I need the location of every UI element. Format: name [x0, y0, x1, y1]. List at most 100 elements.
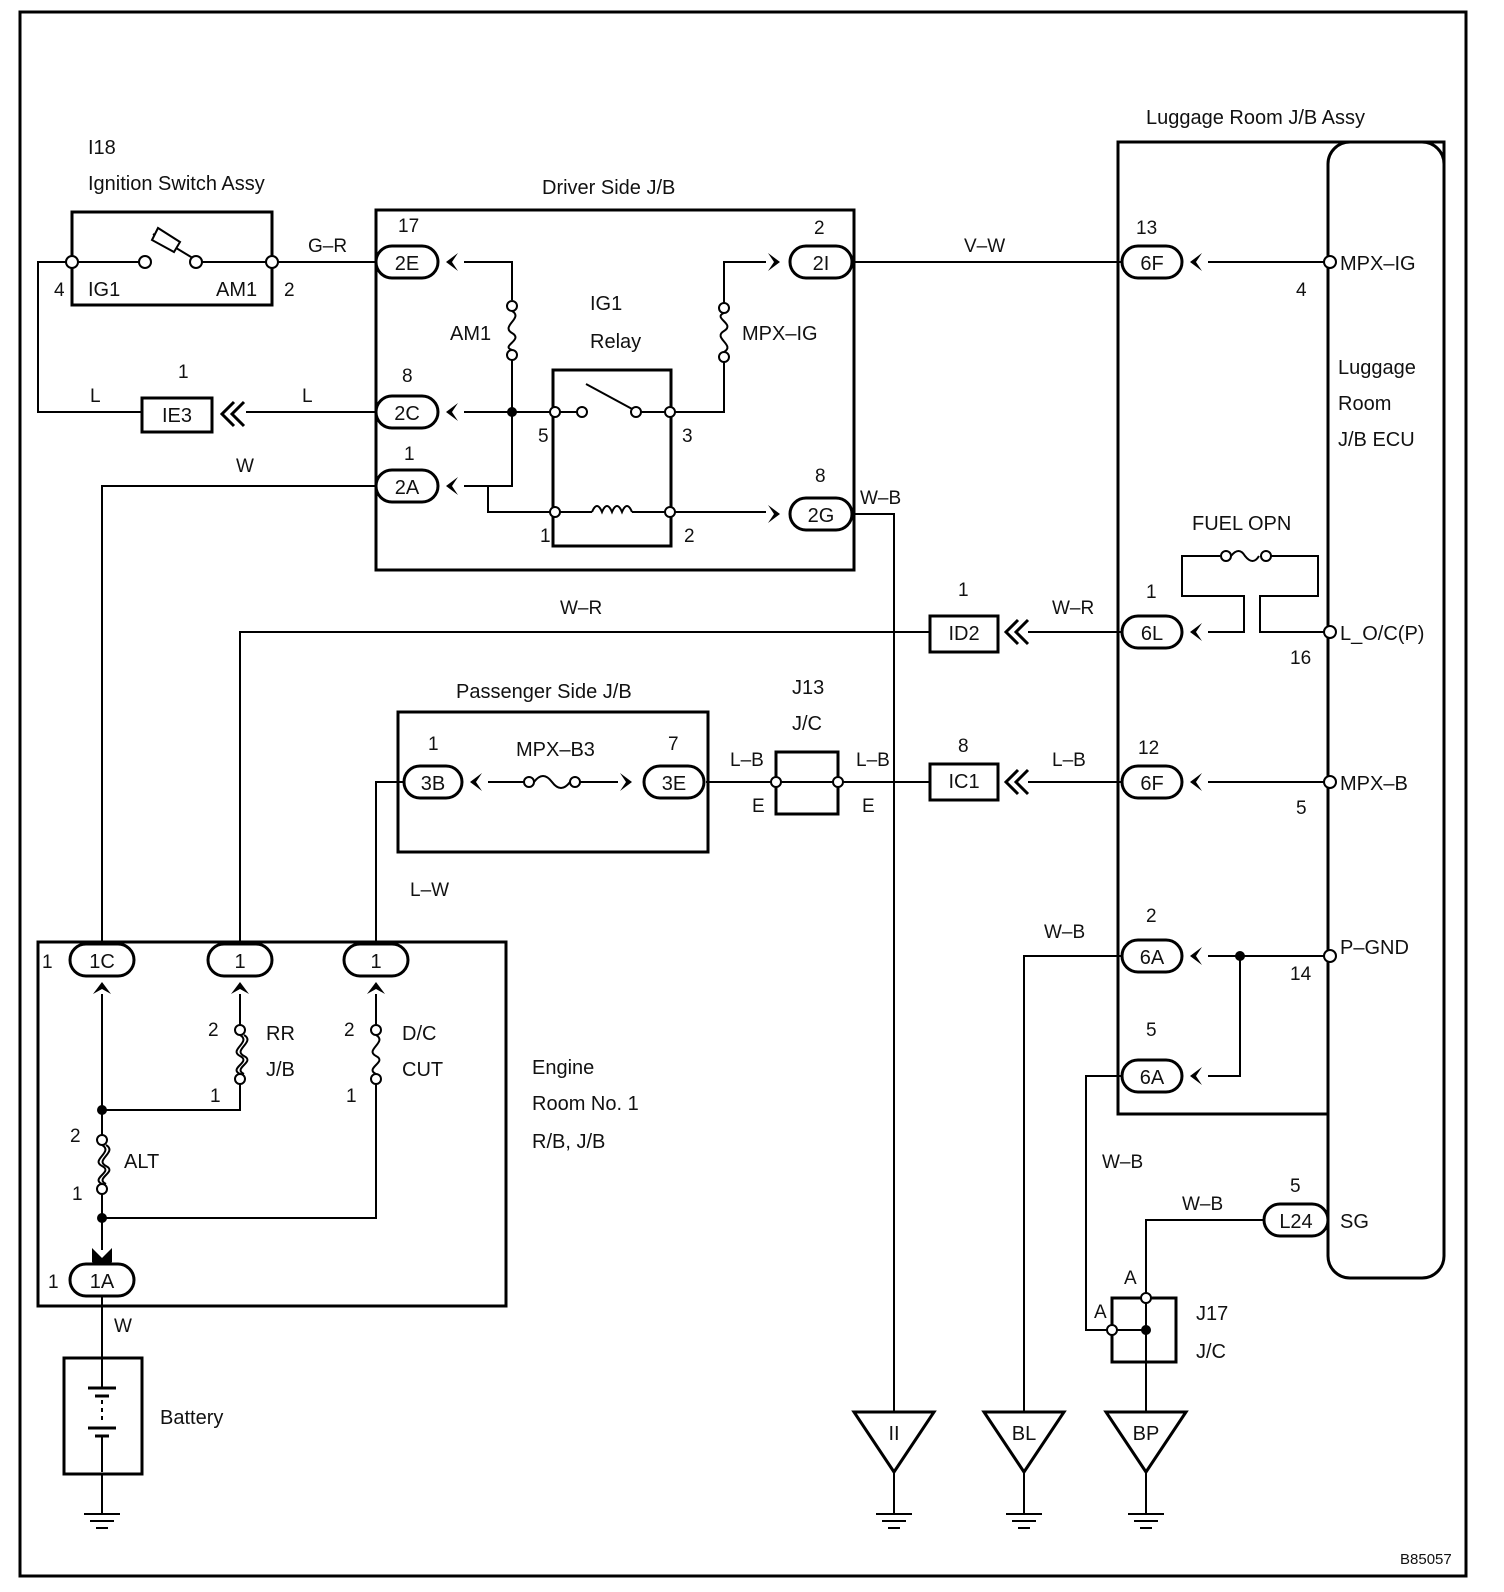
engine-room-box: [36, 940, 508, 1308]
connector-3E-pin: 7: [668, 734, 679, 755]
relay-label-1: IG1: [590, 293, 622, 315]
luggage-assy-title: Luggage Room J/B Assy: [1146, 107, 1365, 129]
wire-w-batt: W: [114, 1316, 132, 1337]
fuse-mpx-b3: [523, 775, 581, 789]
ground-BL-icon: [1005, 1513, 1043, 1529]
connector-3B: 3B 1: [402, 734, 482, 800]
relay-pin-3: 3: [682, 426, 693, 447]
wire-g-r: G–R: [308, 236, 347, 257]
ecu-term-mpx-ig: MPX–IG: [1340, 253, 1416, 275]
fuse-alt-p1: 1: [72, 1184, 83, 1205]
j17-ref: J17: [1196, 1303, 1228, 1325]
connector-1A-pin: 1: [48, 1272, 59, 1293]
ie3-label: IE3: [162, 405, 192, 427]
connector-3B-label: 3B: [421, 773, 445, 795]
fuse-rr-jb: [234, 1024, 249, 1085]
connector-6A-top-label: 6A: [1140, 947, 1165, 969]
ground-II: II: [851, 1410, 937, 1529]
connector-2I-label: 2I: [813, 253, 830, 275]
wire-w-r-right: W–R: [1052, 598, 1094, 619]
connector-1-rr-label: 1: [234, 951, 245, 973]
connector-2E: 2E 17: [374, 216, 458, 280]
ecu-term-sg: SG: [1340, 1211, 1369, 1233]
wire-l-left: L: [90, 386, 101, 407]
ecu-label-3: J/B ECU: [1338, 429, 1415, 451]
wire-w-top: W: [236, 456, 254, 477]
connector-1C-pin: 1: [42, 952, 53, 973]
ground-BP: BP: [1103, 1410, 1189, 1529]
fuse-dc-cut: [370, 1024, 382, 1085]
connector-6L: 6L 1: [1120, 582, 1202, 650]
driver-jb-box: [374, 208, 856, 572]
luggage-ecu-box: [1326, 140, 1446, 1280]
wire-w-r-left: W–R: [560, 598, 602, 619]
fuse-mpx-ig: [718, 302, 730, 363]
connector-1C-label: 1C: [89, 951, 115, 973]
fuse-rr-jb-p1: 1: [210, 1086, 221, 1107]
wire-ig1-l: [37, 261, 142, 413]
ignition-pin2: 2: [284, 280, 295, 301]
relay-pin-1: 1: [540, 526, 551, 547]
ignition-ig1: IG1: [88, 279, 120, 301]
engine-room-l1: Engine: [532, 1057, 594, 1079]
connector-2A: 2A 1: [374, 444, 458, 504]
wire-w-b-2g: W–B: [860, 488, 901, 509]
connector-6F-top-label: 6F: [1140, 253, 1163, 275]
fuse-alt-p2: 2: [70, 1126, 81, 1147]
ie3-pin: 1: [178, 362, 189, 383]
ic1-label: IC1: [948, 771, 979, 793]
j17-pin-a-top: A: [1124, 1268, 1137, 1289]
id2-connector: ID2 1: [928, 580, 1030, 654]
connector-6F-mid: 6F 12: [1120, 738, 1202, 800]
connector-3E: 3E 7: [620, 734, 706, 800]
connector-6A-top-pin: 2: [1146, 906, 1157, 927]
figure-code: B85057: [1400, 1551, 1452, 1568]
fuel-opn-label: FUEL OPN: [1192, 513, 1291, 535]
passenger-jb-title: Passenger Side J/B: [456, 681, 632, 703]
l24-connector: L24 5: [1262, 1176, 1330, 1238]
connector-2G-pin: 8: [815, 466, 826, 487]
fuse-dc-cut-p1: 1: [346, 1086, 357, 1107]
connector-1-dc: 1: [342, 942, 410, 994]
ground-II-label: II: [888, 1423, 899, 1445]
connector-1A: 1A 1: [48, 1248, 136, 1298]
battery-label: Battery: [160, 1407, 223, 1429]
wire-w-b-l24: W–B: [1182, 1194, 1223, 1215]
id2-label: ID2: [948, 623, 979, 645]
relay-label-2: Relay: [590, 331, 641, 353]
j13-name: J/C: [792, 713, 822, 735]
ground-BL-label: BL: [1012, 1423, 1036, 1445]
ic1-pin: 8: [958, 736, 969, 757]
fuse-dc-cut-p2: 2: [344, 1020, 355, 1041]
connector-2C: 2C 8: [374, 366, 458, 430]
fuse-dc-cut-l2: CUT: [402, 1059, 443, 1081]
ignition-pin4: 4: [54, 280, 65, 301]
connector-1C: 1C 1: [42, 942, 136, 994]
ecu-label-2: Room: [1338, 393, 1391, 415]
ecu-term-mpx-b: MPX–B: [1340, 773, 1408, 795]
wire-w-b-j17: W–B: [1102, 1152, 1143, 1173]
connector-2A-label: 2A: [395, 477, 420, 499]
connector-6F-mid-pin: 12: [1138, 738, 1159, 759]
wire-l-b-2: L–B: [856, 750, 890, 771]
fuse-mpx-b3-label: MPX–B3: [516, 739, 595, 761]
ground-BP-icon: [1127, 1513, 1165, 1529]
fuse-mpx-ig-label: MPX–IG: [742, 323, 818, 345]
ground-BP-label: BP: [1133, 1423, 1160, 1445]
ecu-term-pgnd: P–GND: [1340, 937, 1409, 959]
connector-1-dc-label: 1: [370, 951, 381, 973]
ecu-term-mpx-b-pin: 5: [1296, 798, 1307, 819]
l24-pin: 5: [1290, 1176, 1301, 1197]
j13-e-right: E: [862, 796, 875, 817]
connector-6A-bot: 6A 5: [1120, 1020, 1202, 1094]
connector-2C-pin: 8: [402, 366, 413, 387]
connector-1A-label: 1A: [90, 1271, 115, 1293]
j17-name: J/C: [1196, 1341, 1226, 1363]
fuse-rr-jb-p2: 2: [208, 1020, 219, 1041]
fuse-rr-jb-l2: J/B: [266, 1059, 295, 1081]
connector-6F-mid-label: 6F: [1140, 773, 1163, 795]
wire-l-b-1: L–B: [730, 750, 764, 771]
engine-room-l3: R/B, J/B: [532, 1131, 605, 1153]
ignition-switch: I18 Ignition Switch Assy IG1 AM1 4 2: [54, 137, 295, 307]
connector-2I: 2I 2: [768, 218, 854, 280]
